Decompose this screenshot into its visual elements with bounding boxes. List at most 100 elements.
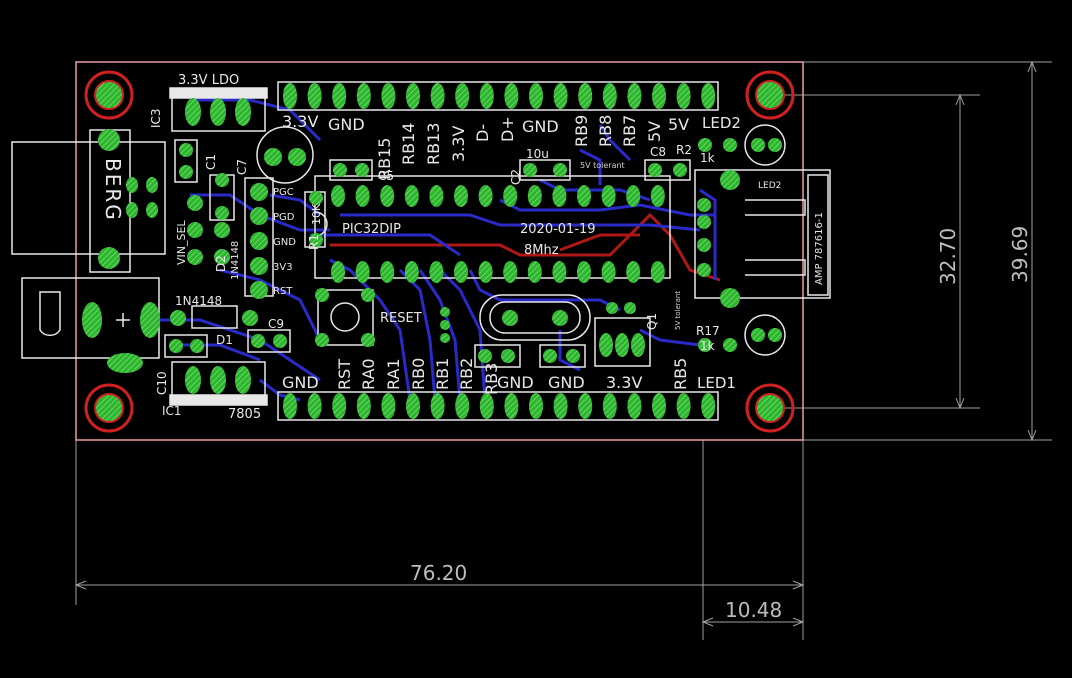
header-pin [455,393,470,419]
top-header-pin-label: GND [522,117,559,136]
mcu-pin [577,185,591,207]
top-traces [330,212,721,282]
bottom-header-pin-label: RB1 [433,358,452,390]
side-pin-rst: RST [273,286,293,297]
top-header-pins [283,83,716,109]
mcu-pin [454,185,468,207]
bottom-header-pin-label: RB2 [457,358,476,390]
board-outline [75,61,804,441]
diode-d2-ref: D2 [214,255,228,272]
ldo-label: 3.3V LDO [178,73,239,88]
mcu-pin [380,261,395,283]
cap-c5-ref: C5 [378,169,394,183]
header-pin [283,393,297,419]
mcu-pin [380,185,395,207]
cap-10u-label: 10u [526,147,549,161]
mcu-pin [429,185,444,207]
header-pin [578,393,593,419]
bottom-header-pin-label: GND [497,373,534,392]
header-pin [504,83,519,109]
mcu-pin [601,261,616,283]
header-pin [701,83,716,109]
header-pin [553,83,568,109]
mcu-pin [601,185,616,207]
cap-c1-ref: C1 [204,154,218,170]
mcu-pin [478,185,493,207]
ic3-ref: IC3 [149,108,163,128]
led1-ref: LED1 [697,374,736,392]
side-pin-3v3: 3V3 [273,262,293,273]
bottom-header-pin-label: RA0 [359,358,378,390]
header-pin [652,393,666,419]
header-pin [356,393,371,419]
top-header-pin-label: RB14 [399,123,418,165]
header-pin [430,393,445,419]
top-header-pin-label: RB8 [596,115,615,147]
header-pin [381,83,396,109]
dim-offset: 10.48 [725,598,782,622]
mcu-pin [503,261,518,283]
dim-height-outer: 39.69 [1008,226,1032,283]
header-pin [307,393,322,419]
mcu-pin [454,261,468,283]
header-pin [529,393,543,419]
mcu-pin [626,185,641,207]
top-header-pin-label: 5V [645,121,664,142]
header-pin [479,83,494,109]
res-r17-value: 1k [700,339,715,353]
cap-c9-ref: C9 [268,317,284,331]
mount-hole-top-left [84,70,134,120]
cap-c7-ref: C7 [235,159,249,175]
header-pin [529,83,543,109]
silkscreen-text: 3.3V LDO 7805 PIC32DIP 2020-01-19 8Mhz R… [101,73,825,422]
bottom-header-pin-label: GND [548,373,585,392]
header-pin [479,393,494,419]
led2-ref: LED2 [702,114,741,132]
top-header-pin-label: RB13 [424,123,443,165]
side-pin-pgc: PGC [273,187,294,198]
bottom-header-pin-label: RB3 [482,363,501,395]
cap-c2-ref: C2 [509,169,523,185]
usb-a-connector-label: AMP 787616-1 [814,212,825,285]
header-pin [676,83,691,109]
header-pin [652,83,666,109]
header-pin [627,393,642,419]
dim-width: 76.20 [410,561,467,585]
side-pin-gnd: GND [273,237,296,248]
res-r2-value: 1k [700,151,715,165]
bottom-header-pin-label: GND [282,373,319,392]
mcu-bottom-pins [331,261,665,283]
header-pin [455,83,470,109]
mcu-pin [552,261,567,283]
bottom-header-pin-label: RB5 [671,358,690,390]
mcu-pin [503,185,518,207]
res-10k-label: 10K [310,203,323,225]
top-header-pin-label: D- [473,124,492,142]
date-label: 2020-01-19 [520,222,596,237]
header-pin [627,83,642,109]
mount-hole-top-right [745,70,795,120]
header-pin [701,393,716,419]
dimension-lines [74,60,1052,640]
bottom-header-pin-label: 3.3V [606,373,642,392]
bottom-header-pin-label: RB0 [409,358,428,390]
vin-sel-label: VIN_SEL [175,220,188,265]
cap-c10-ref: C10 [155,371,169,395]
mount-hole-bottom-left [84,383,134,433]
top-header-pin-label: 3.3V [282,112,318,131]
diode-d2-part: 1N4148 [230,241,241,280]
header-pin [381,393,396,419]
header-pin [332,83,347,109]
header-pin [504,393,519,419]
top-header-pin-label: RB15 [375,138,394,180]
top-header-pin-label: RB7 [620,115,639,147]
res-r1-ref: R1 [307,234,321,250]
mcu-pin [355,185,370,207]
mcu-pin [552,185,567,207]
dimension-text: 76.20 10.48 32.70 39.69 [410,226,1032,622]
ic1-ref: IC1 [162,404,182,418]
reset-label: RESET [380,311,422,326]
header-pin [406,393,420,419]
